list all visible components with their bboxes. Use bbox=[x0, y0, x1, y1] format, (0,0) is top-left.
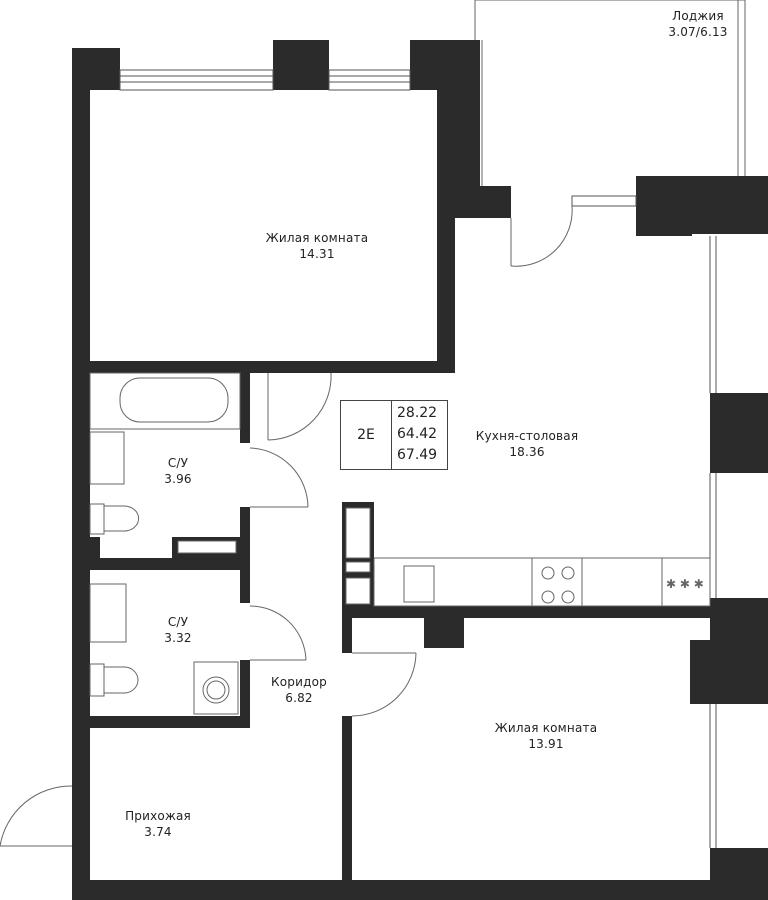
bathtub-icon bbox=[89, 372, 241, 430]
wall-stub-bath1 bbox=[90, 537, 100, 558]
area-total-with-loggia: 67.49 bbox=[397, 447, 438, 463]
door-room2 bbox=[351, 652, 417, 717]
unit-info-divider bbox=[391, 401, 392, 469]
cooktop-icon bbox=[661, 557, 711, 607]
wall-bath-right-low bbox=[240, 507, 250, 603]
loggia-outline bbox=[474, 0, 746, 176]
wall-kitchen-top-left bbox=[455, 186, 511, 218]
room-area: 3.32 bbox=[164, 631, 192, 645]
kitchen-sink-icon bbox=[403, 565, 435, 603]
windows bbox=[119, 69, 717, 848]
cooktop-marks: ✱ ✱ ✱ bbox=[666, 577, 704, 591]
room-name: Жилая комната bbox=[265, 231, 369, 245]
door-entrance bbox=[0, 785, 73, 847]
wall-block-kitchen-bottom bbox=[424, 606, 464, 648]
loggia bbox=[474, 0, 746, 186]
wall-kitchen-bottom bbox=[342, 606, 710, 618]
wall-bottom bbox=[72, 880, 768, 900]
room-label-bathroom-1: С/У 3.96 bbox=[164, 455, 192, 487]
unit-areas: 28.22 64.42 67.49 bbox=[397, 403, 437, 466]
room-area: 3.07/6.13 bbox=[668, 25, 728, 39]
unit-code: 2E bbox=[357, 427, 375, 443]
room-label-living-2: Жилая комната 13.91 bbox=[495, 720, 598, 752]
wall-bath1-bottom bbox=[90, 558, 250, 570]
wall-block-right-top2 bbox=[690, 176, 768, 234]
room-area: 13.91 bbox=[528, 737, 564, 751]
sink-icon bbox=[89, 431, 125, 485]
room-label-living-1: Жилая комната 14.31 bbox=[266, 230, 369, 262]
fixtures bbox=[89, 372, 711, 715]
wall-block-top-left bbox=[72, 48, 120, 90]
wall-block-right-top bbox=[636, 176, 692, 236]
room-name: С/У bbox=[167, 615, 189, 629]
room-area: 3.96 bbox=[164, 472, 192, 486]
toilet-icon bbox=[89, 503, 105, 535]
room-area: 3.74 bbox=[144, 825, 172, 839]
room-label-kitchen: Кухня-столовая 18.36 bbox=[476, 428, 579, 460]
wall-block-right-low2 bbox=[690, 640, 720, 704]
room-area: 14.31 bbox=[299, 247, 335, 261]
wall-room2-left bbox=[342, 618, 352, 653]
window-top-left bbox=[119, 69, 274, 91]
door-loggia bbox=[510, 205, 573, 267]
room-area: 6.82 bbox=[285, 691, 313, 705]
room-name: Лоджия bbox=[672, 9, 724, 23]
door-bath1 bbox=[249, 447, 309, 508]
room-name: Жилая комната bbox=[494, 721, 598, 735]
room-label-loggia: Лоджия 3.07/6.13 bbox=[668, 8, 727, 40]
doors bbox=[0, 205, 573, 847]
room-area: 18.36 bbox=[509, 445, 545, 459]
sink-icon-2 bbox=[89, 583, 127, 643]
window-kitchen-top bbox=[571, 195, 637, 207]
stove-icon bbox=[531, 557, 583, 607]
room-label-hallway: Прихожая 3.74 bbox=[125, 808, 191, 840]
toilet-icon-2 bbox=[89, 663, 105, 697]
walls bbox=[72, 40, 768, 900]
room-label-bathroom-2: С/У 3.32 bbox=[164, 614, 192, 646]
room-label-corridor: Коридор 6.82 bbox=[271, 674, 327, 706]
svg-text:✱ ✱ ✱: ✱ ✱ ✱ bbox=[666, 577, 704, 591]
window-top-right bbox=[328, 69, 411, 91]
outer-wall-left bbox=[72, 48, 90, 900]
door-room1 bbox=[267, 372, 332, 441]
wall-bath-right bbox=[240, 373, 250, 443]
room-name: Коридор bbox=[271, 675, 327, 689]
room-name: Прихожая bbox=[125, 809, 191, 823]
wall-room1-bottom bbox=[90, 361, 455, 373]
door-bath2 bbox=[249, 605, 307, 661]
wall-block-right-mid bbox=[710, 393, 768, 473]
wall-bath2-bottom bbox=[90, 716, 250, 728]
room-name: С/У bbox=[167, 456, 189, 470]
wall-block-top-right bbox=[410, 40, 480, 90]
wall-room2-left-low bbox=[342, 716, 352, 900]
wall-block-top-mid bbox=[273, 40, 329, 90]
area-living: 28.22 bbox=[397, 405, 438, 421]
wall-bath2-right-low bbox=[240, 660, 250, 728]
unit-info-box: 2E 28.22 64.42 67.49 bbox=[340, 400, 448, 470]
room-name: Кухня-столовая bbox=[475, 429, 579, 443]
area-total: 64.42 bbox=[397, 426, 438, 442]
wall-room1-right bbox=[437, 88, 455, 370]
washing-machine-icon bbox=[193, 661, 239, 715]
